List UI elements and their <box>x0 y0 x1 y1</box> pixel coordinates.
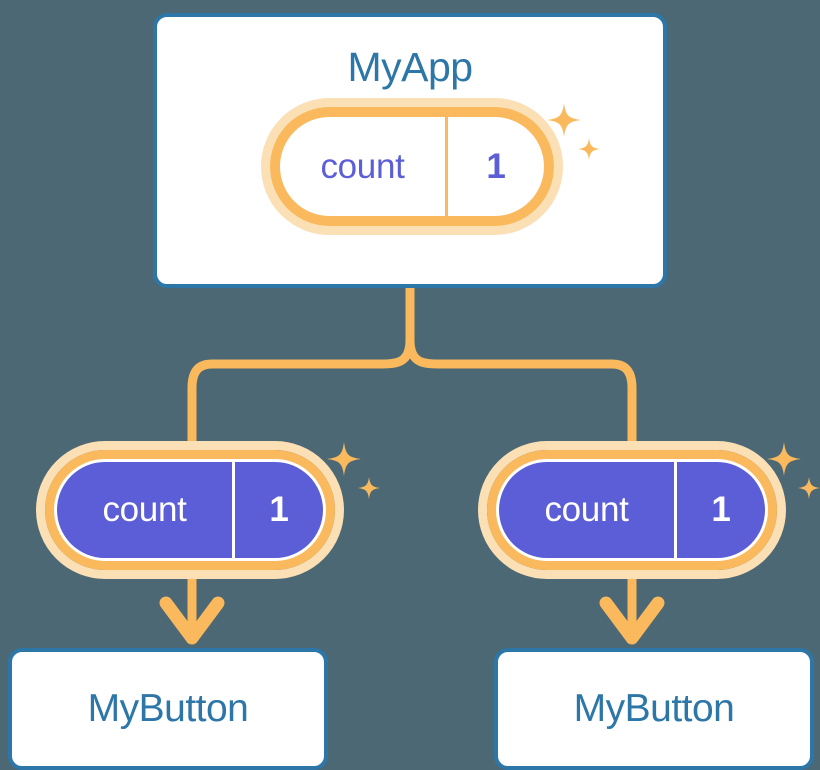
state-pill-root[interactable]: count 1 <box>261 98 563 235</box>
state-pill-body[interactable]: count 1 <box>270 107 554 226</box>
pill-divider <box>232 462 235 558</box>
mybutton-card-right[interactable]: MyButton <box>494 648 814 770</box>
sparkle-four-point-large <box>327 442 380 499</box>
arrow-down-left <box>159 570 225 645</box>
state-value-label: 1 <box>486 146 506 186</box>
pill-halo-ring <box>261 98 563 235</box>
state-pill-body[interactable]: count 1 <box>45 450 335 570</box>
state-pill-fill: count 1 <box>57 462 323 558</box>
state-pill-fill: count 1 <box>499 462 765 558</box>
mybutton-card-left[interactable]: MyButton <box>8 648 328 770</box>
pill-divider <box>445 117 448 216</box>
sparkle-four-point-large <box>547 103 600 160</box>
pill-divider <box>674 462 677 558</box>
state-value-label: 1 <box>269 490 289 529</box>
page-title: MyApp <box>347 44 473 90</box>
state-pill-body[interactable]: count 1 <box>487 450 777 570</box>
state-value-label: 1 <box>711 490 731 529</box>
state-name-label: count <box>102 490 187 529</box>
mybutton-label: MyButton <box>87 687 249 730</box>
arrow-down-right <box>599 570 665 645</box>
sparkle-four-point-large <box>767 442 820 499</box>
state-pill-child-2[interactable]: count 1 <box>478 441 786 579</box>
mybutton-label: MyButton <box>573 687 735 730</box>
state-pill-child-1[interactable]: count 1 <box>36 441 344 579</box>
state-name-label: count <box>320 146 405 186</box>
tree-branch-connector <box>187 286 637 457</box>
state-name-label: count <box>544 490 629 529</box>
